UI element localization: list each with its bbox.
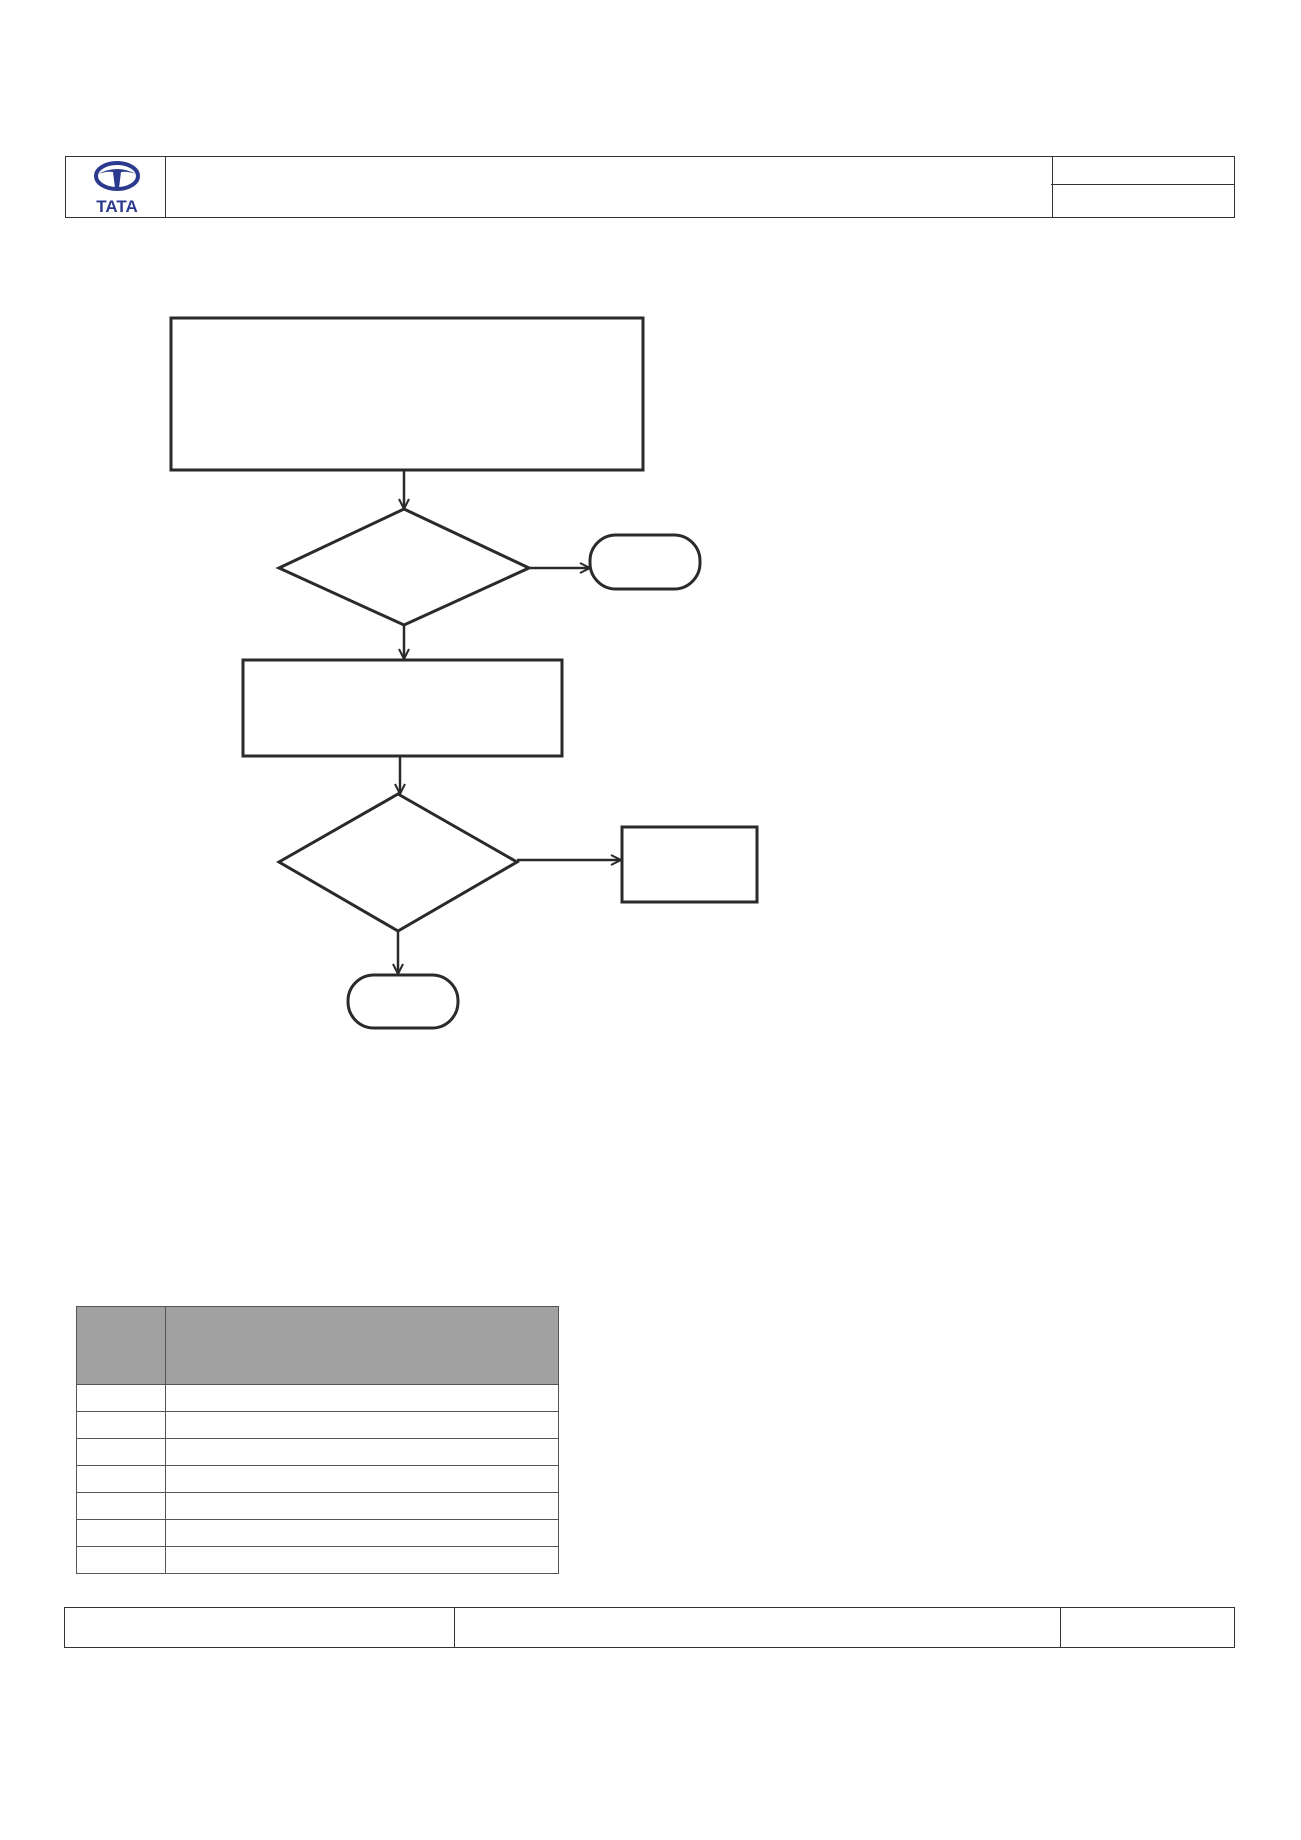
start-process-label [171, 318, 643, 470]
tata-logo-icon: TATA [94, 161, 140, 215]
page-number [1060, 1608, 1234, 1647]
footer-middle-cell [455, 1608, 1062, 1647]
side-action-box [620, 825, 759, 904]
table-cell [165, 1438, 559, 1466]
side-action-label [622, 827, 757, 902]
document-number [1051, 157, 1234, 185]
terminal-2-label [348, 975, 458, 1028]
table-row [76, 1492, 559, 1520]
table-header-cell [76, 1306, 166, 1385]
terminal-1-label [590, 535, 700, 589]
decision-1-label [320, 540, 488, 596]
terminal-2 [346, 973, 460, 1030]
process-box [241, 658, 564, 758]
table-cell [165, 1411, 559, 1439]
document-header: TATA [65, 156, 1235, 218]
table-cell [165, 1465, 559, 1493]
table-row [76, 1519, 559, 1547]
table-cell [76, 1492, 166, 1520]
table-row [76, 1546, 559, 1574]
document-title [166, 157, 1053, 217]
terminal-1 [588, 533, 702, 591]
document-footer [64, 1607, 1235, 1648]
table-cell [76, 1519, 166, 1547]
table-row [76, 1438, 559, 1466]
table-row [76, 1465, 559, 1493]
process-flowchart [169, 316, 759, 1030]
table-cell [76, 1384, 166, 1412]
revision-table [76, 1306, 559, 1574]
table-cell [76, 1438, 166, 1466]
process-label [243, 660, 562, 756]
table-cell [76, 1411, 166, 1439]
table-cell [165, 1492, 559, 1520]
start-process-box [169, 316, 645, 472]
table-cell [165, 1546, 559, 1574]
table-cell [165, 1384, 559, 1412]
footer-left-cell [65, 1608, 455, 1647]
table-header-cell [165, 1306, 559, 1385]
table-header-row [76, 1306, 559, 1385]
table-row [76, 1411, 559, 1439]
decision-2-label [318, 830, 478, 894]
logo-wordmark: TATA [96, 197, 138, 215]
table-cell [165, 1519, 559, 1547]
table-row [76, 1384, 559, 1412]
table-cell [76, 1465, 166, 1493]
logo-cell: TATA [66, 157, 166, 217]
table-cell [76, 1546, 166, 1574]
